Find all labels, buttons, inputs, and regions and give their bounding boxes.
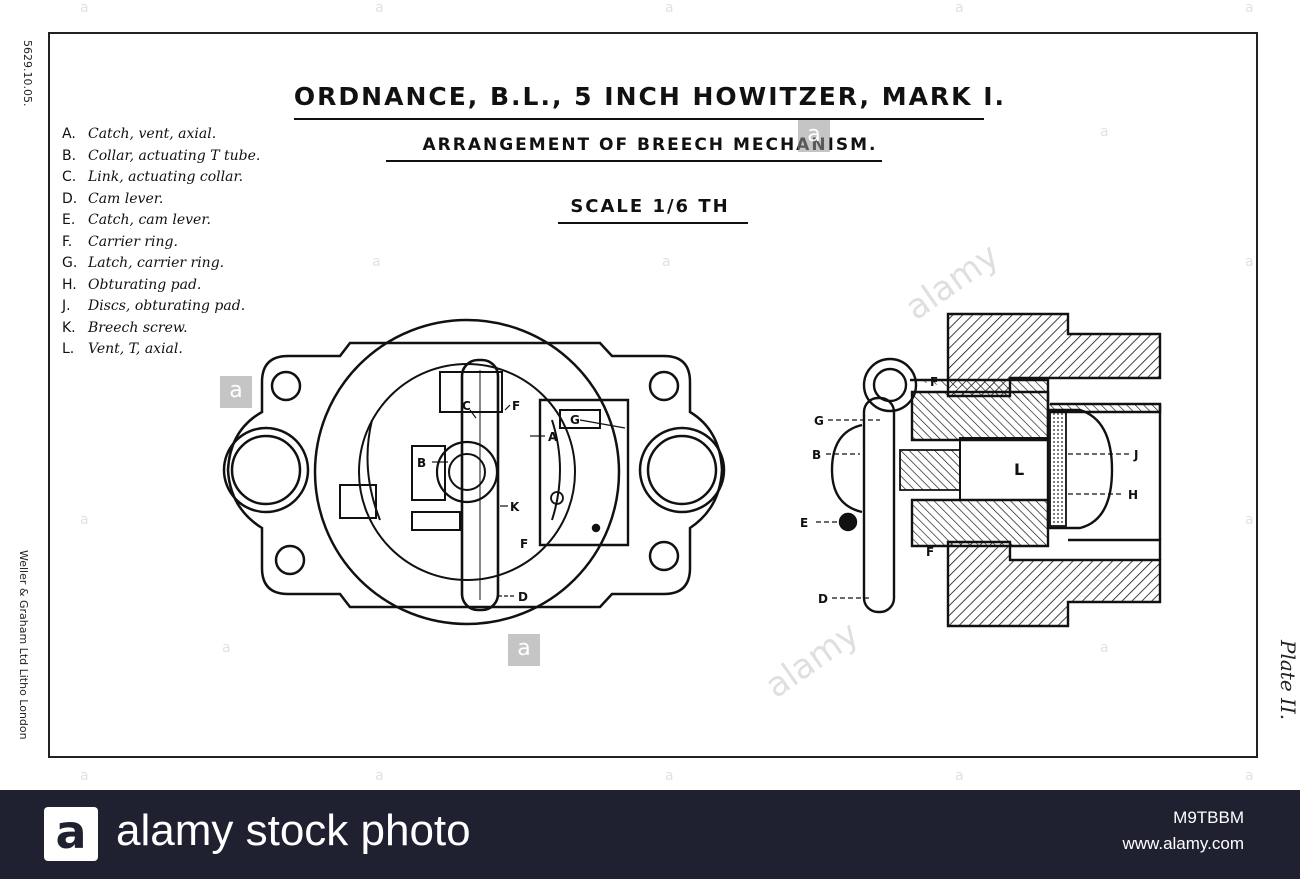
front-label-a: A (548, 430, 558, 444)
front-view-leaders (432, 404, 626, 597)
watermark-glyph: a (508, 634, 540, 666)
watermark-glyph: a (665, 768, 674, 784)
watermark-glyph: a (1245, 768, 1254, 784)
scale-underline (558, 222, 748, 224)
footer-url: www.alamy.com (1122, 834, 1244, 853)
section-label-b: B (812, 448, 821, 462)
watermark-glyph: a (1100, 640, 1109, 656)
stock-footer-bar: a alamy stock photo M9TBBM www.alamy.com (0, 790, 1300, 879)
legend-item: L.Vent, T, axial. (62, 341, 183, 357)
alamy-logo-icon: a (44, 807, 98, 861)
watermark-glyph: a (662, 254, 671, 270)
legend-item: H.Obturating pad. (62, 276, 202, 293)
plate-sheet: ORDNANCE, B.L., 5 INCH HOWITZER, MARK I.… (17, 0, 1300, 784)
section-cam-lever (830, 357, 918, 614)
parts-legend: A.Catch, vent, axial. B.Collar, actuatin… (62, 124, 260, 361)
section-view-leaders (816, 419, 1130, 599)
front-view (222, 318, 726, 626)
section-label-f-top: F (930, 375, 938, 389)
watermark-glyph: a (1100, 124, 1109, 140)
image-id: M9TBBM (1173, 808, 1244, 827)
section-view (899, 312, 1162, 628)
watermark-glyph: a (955, 768, 964, 784)
breech-drawing: A B C D F F G K (222, 312, 1162, 628)
legend-item: B.Collar, actuating T tube. (62, 147, 261, 164)
plate-subtitle: ARRANGEMENT OF BREECH MECHANISM. (422, 135, 878, 155)
watermark-glyph: a (375, 0, 384, 16)
front-label-g: G (570, 413, 580, 427)
carrier-ring-outline (313, 318, 621, 626)
section-label-j: J (1133, 448, 1138, 462)
legend-item: K.Breech screw. (62, 319, 188, 336)
section-label-g: G (814, 414, 824, 428)
watermark-glyph: a (1245, 512, 1254, 528)
section-label-d: D (818, 592, 828, 606)
legend-item: F.Carrier ring. (62, 233, 178, 250)
watermark-glyph: a (375, 768, 384, 784)
front-label-f-bottom: F (520, 537, 528, 551)
front-label-k: K (510, 500, 520, 514)
front-label-d: D (518, 590, 528, 604)
watermark-glyph: a (80, 768, 89, 784)
watermark-glyph: a (80, 0, 89, 16)
legend-item: A.Catch, vent, axial. (62, 126, 217, 142)
front-label-c: C (462, 399, 471, 413)
front-label-b: B (417, 456, 426, 470)
watermark-glyph: a (222, 640, 231, 656)
watermark-glyph: a (1245, 0, 1254, 16)
latch-block (538, 398, 630, 547)
section-label-f-bottom: F (926, 545, 934, 559)
plate-border (48, 32, 1258, 758)
watermark-glyph: a (665, 0, 674, 16)
section-label-l: L (1014, 460, 1024, 479)
section-label-h: H (1128, 488, 1138, 502)
footer-brand-text: alamy stock photo (116, 806, 471, 855)
scale-label: SCALE 1/6 TH (570, 196, 730, 217)
section-label-e: E (800, 516, 808, 530)
subtitle-underline (386, 160, 882, 162)
legend-item: D.Cam lever. (62, 190, 164, 207)
cam-lever (460, 358, 500, 612)
front-label-f-top: F (512, 399, 520, 413)
plate-title: ORDNANCE, B.L., 5 INCH HOWITZER, MARK I. (293, 82, 1007, 111)
legend-item: C.Link, actuating collar. (62, 169, 244, 185)
watermark-glyph: a (220, 376, 252, 408)
title-underline (294, 118, 984, 120)
watermark-glyph: a (1245, 254, 1254, 270)
breech-housing-outline (226, 341, 724, 609)
watermark-glyph: a (80, 512, 89, 528)
legend-item: G.Latch, carrier ring. (62, 255, 225, 271)
legend-item: E.Catch, cam lever. (62, 212, 211, 228)
watermark-glyph: a (798, 120, 830, 152)
legend-item: J.Discs, obturating pad. (62, 298, 246, 314)
watermark-glyph: a (955, 0, 964, 16)
watermark-glyph: a (372, 254, 381, 270)
